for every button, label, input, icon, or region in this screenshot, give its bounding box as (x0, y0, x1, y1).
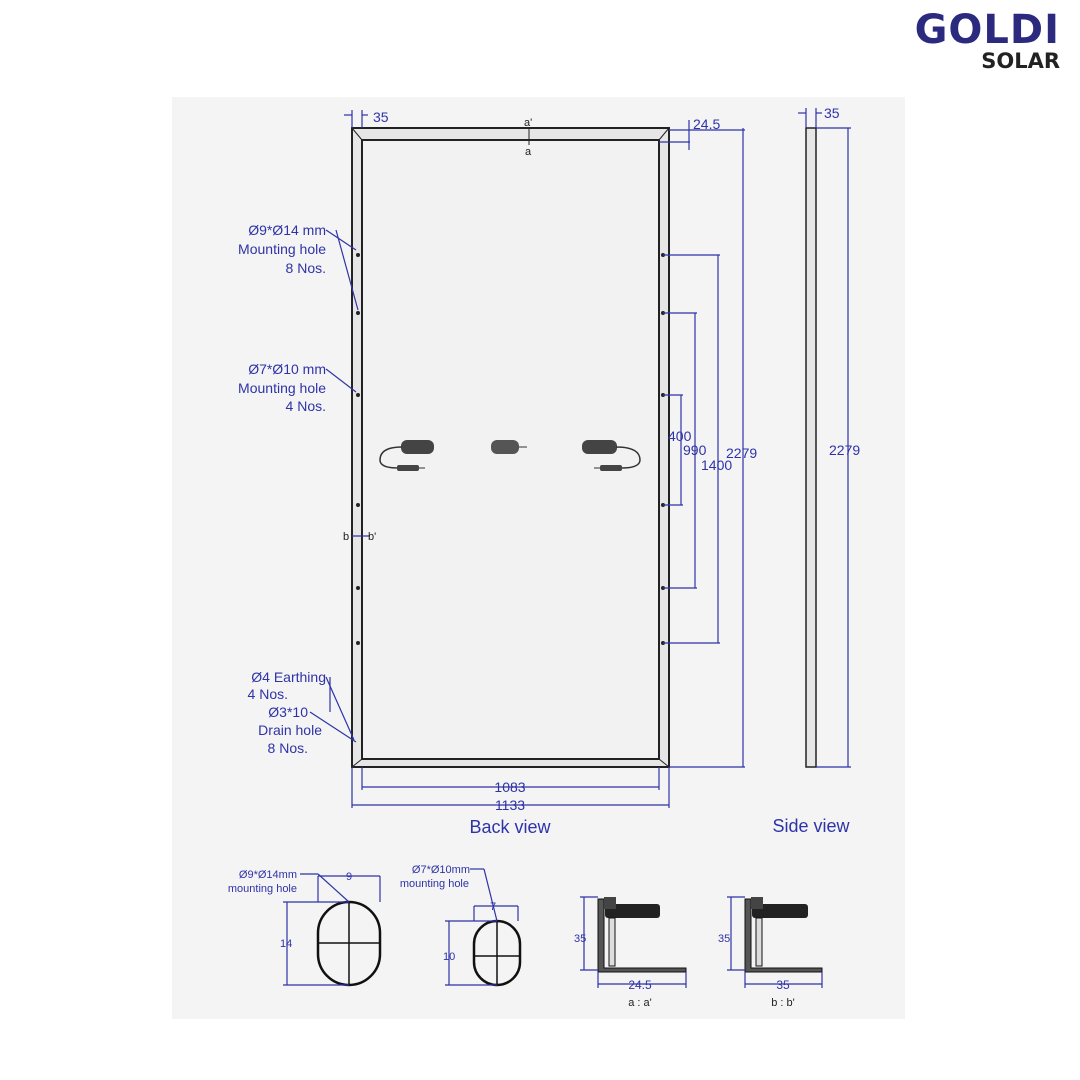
svg-text:8 Nos.: 8 Nos. (268, 740, 308, 756)
dimension-lines (309, 110, 745, 808)
back-view-title: Back view (469, 817, 551, 837)
width-outer-label: 1133 (495, 797, 525, 813)
callout-labels: Ø9*Ø14 mm Mounting hole 8 Nos. Ø7*Ø10 mm… (238, 222, 326, 756)
width-inner-label: 1083 (494, 779, 525, 795)
svg-text:Ø7*Ø10mm: Ø7*Ø10mm (412, 864, 470, 876)
side-thickness-label: 35 (824, 105, 840, 121)
detail-small-hole: Ø7*Ø10mm mounting hole 7 10 (400, 864, 522, 987)
logo-sub: SOLAR (981, 49, 1060, 73)
svg-text:Ø7*Ø10 mm: Ø7*Ø10 mm (248, 361, 326, 377)
svg-text:Mounting hole: Mounting hole (238, 241, 326, 257)
height-2279-label: 2279 (726, 445, 757, 461)
section-b-right: b' (368, 531, 376, 543)
svg-text:Drain hole: Drain hole (258, 722, 322, 738)
glass-offset-label: 24.5 (693, 116, 720, 132)
svg-text:Ø9*Ø14mm: Ø9*Ø14mm (239, 869, 297, 881)
svg-text:8 Nos.: 8 Nos. (286, 260, 326, 276)
section-a-top: a' (524, 117, 532, 129)
side-view-frame (805, 127, 817, 768)
svg-text:Mounting hole: Mounting hole (238, 380, 326, 396)
mounting-holes (356, 253, 665, 645)
svg-text:35: 35 (776, 978, 790, 992)
height-400-label: 400 (668, 428, 692, 444)
svg-text:4 Nos.: 4 Nos. (286, 398, 326, 414)
svg-text:Ø9*Ø14 mm: Ø9*Ø14 mm (248, 222, 326, 238)
svg-text:4 Nos.: 4 Nos. (248, 686, 288, 702)
svg-text:9: 9 (346, 871, 352, 883)
svg-text:a : a': a : a' (628, 997, 652, 1009)
svg-text:mounting hole: mounting hole (228, 883, 297, 895)
section-a-bottom: a (525, 146, 532, 158)
height-990-label: 990 (683, 442, 707, 458)
svg-text:Ø4 Earthing: Ø4 Earthing (251, 669, 326, 685)
height-1400-label: 1400 (701, 457, 732, 473)
goldi-solar-logo: GOLDI SOLAR (915, 8, 1060, 72)
side-dimension-lines (798, 108, 851, 768)
svg-text:b : b': b : b' (771, 997, 795, 1009)
side-view-title: Side view (772, 816, 850, 836)
svg-text:10: 10 (443, 951, 455, 963)
svg-text:35: 35 (718, 933, 730, 945)
junction-boxes (379, 440, 641, 471)
detail-large-hole: Ø9*Ø14mm mounting hole 9 14 (228, 869, 382, 987)
svg-text:Ø3*10: Ø3*10 (268, 704, 308, 720)
side-height-label: 2279 (829, 442, 860, 458)
svg-text:14: 14 (280, 938, 292, 950)
svg-text:mounting hole: mounting hole (400, 878, 469, 890)
section-b-left: b (343, 531, 349, 543)
svg-text:24.5: 24.5 (628, 978, 652, 992)
svg-text:7: 7 (490, 901, 496, 913)
frame-width-label: 35 (373, 109, 389, 125)
logo-brand: GOLDI (914, 7, 1060, 53)
svg-text:35: 35 (574, 933, 586, 945)
detail-section-b: 35 35 b : b' (718, 896, 823, 1009)
detail-section-a: 35 24.5 a : a' (574, 896, 687, 1009)
